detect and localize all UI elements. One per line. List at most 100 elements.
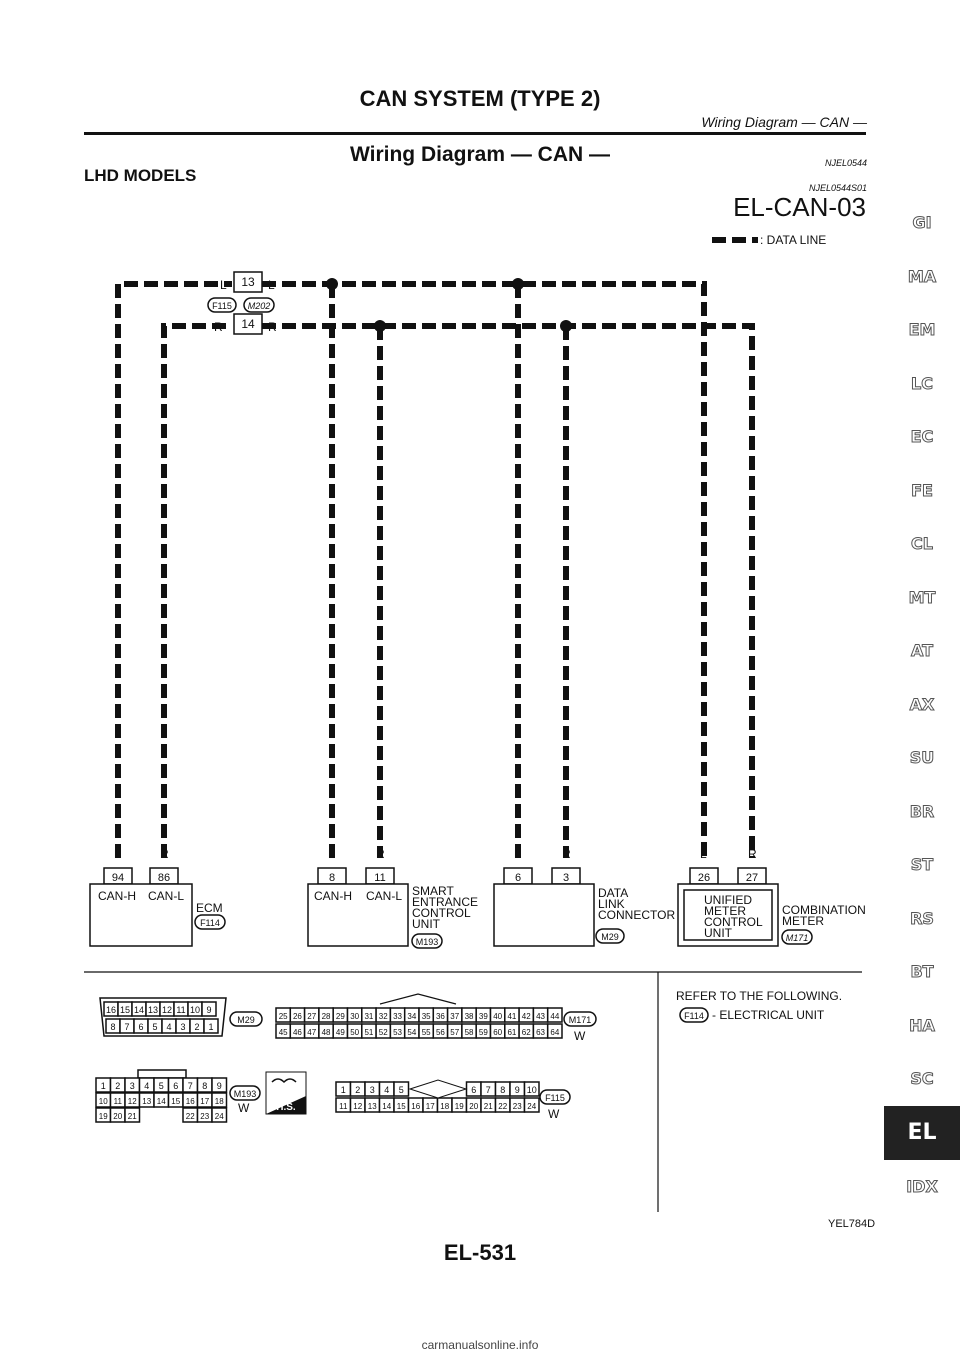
connector-cell: [546, 1023, 563, 1039]
connector-pin-label: 50: [350, 1028, 359, 1037]
refer-item-text: - ELECTRICAL UNIT: [712, 1008, 825, 1022]
pin-number: 86: [158, 872, 170, 884]
sidebar-tab-lc[interactable]: LC: [911, 373, 934, 393]
hs-badge: H.S.: [265, 1071, 307, 1115]
pin-number: 8: [329, 872, 335, 884]
pin-number: 94: [112, 872, 124, 884]
diagram-code: EL-CAN-03: [733, 192, 866, 222]
connector-pin-label: 20: [469, 1102, 478, 1111]
wire-l-main: [262, 281, 707, 858]
unit-connector-id: M171: [786, 933, 809, 943]
connector-pin-label: 6: [138, 1022, 143, 1032]
connector-pin-label: 14: [134, 1005, 144, 1015]
sidebar-tab-bt[interactable]: BT: [910, 962, 934, 982]
page-number: EL-531: [443, 1240, 517, 1265]
connector-pin-label: 8: [500, 1085, 505, 1095]
sidebar-tab-br[interactable]: BR: [909, 801, 935, 821]
connector-pin-label: 14: [382, 1102, 391, 1111]
connector-pin-label: 17: [426, 1102, 435, 1111]
sidebar-tab-mt[interactable]: MT: [908, 587, 936, 607]
connector-pin-label: 13: [148, 1005, 158, 1015]
sidebar-tab-cl[interactable]: CL: [911, 534, 934, 554]
wire-color-label: R: [160, 847, 169, 861]
connector-pin-label: 37: [450, 1012, 459, 1021]
connector-pin-label: 5: [399, 1085, 404, 1095]
connector-pin-label: 11: [339, 1102, 348, 1111]
svg-text:F115: F115: [545, 1093, 565, 1103]
connector-pin-label: 58: [465, 1028, 474, 1037]
connector-pin-label: 47: [307, 1028, 316, 1037]
connector-pin-label: 17: [200, 1097, 209, 1106]
connector-pin-label: 53: [393, 1028, 402, 1037]
connector-pin-label: 32: [379, 1012, 388, 1021]
connector-pin-label: 4: [384, 1085, 389, 1095]
connector-pin-label: 4: [166, 1022, 171, 1032]
sidebar-tab-idx[interactable]: IDX: [906, 1176, 939, 1196]
connector-pin-label: 51: [364, 1028, 373, 1037]
sidebar-tab-ec[interactable]: EC: [910, 427, 934, 447]
figure-code: YEL784D: [828, 1218, 876, 1230]
unit-connector-id: M29: [601, 932, 619, 942]
connector-pin-label: 24: [215, 1112, 224, 1121]
connector-pin-label: 10: [190, 1005, 200, 1015]
connector-label-f115: F115 W: [539, 1089, 571, 1121]
connector-cell: [546, 1007, 563, 1023]
connector-pin-label: 62: [522, 1028, 531, 1037]
sidebar-tab-el[interactable]: EL: [884, 1105, 960, 1160]
section-code: NJEL0544: [824, 158, 867, 168]
sidebar-tab-ma[interactable]: MA: [907, 266, 937, 286]
junction-dot: [326, 278, 338, 290]
splice-label-f115: F115: [212, 301, 232, 311]
connector-pin-label: 41: [507, 1012, 516, 1021]
connector-cell: [124, 1107, 141, 1123]
connector-pin-label: 18: [440, 1102, 449, 1111]
connector-pin-label: 46: [293, 1028, 302, 1037]
connector-f115-m202: 13 14 L L R R F115 M202: [207, 271, 277, 335]
footer-watermark: carmanualsonline.info: [421, 1338, 539, 1352]
connector-pin-label: 6: [471, 1085, 476, 1095]
connector-cell: [211, 1107, 228, 1123]
sidebar-tab-ax[interactable]: AX: [909, 694, 935, 714]
connector-pin-label: 42: [522, 1012, 531, 1021]
sidebar-tab-at[interactable]: AT: [910, 641, 934, 661]
section-index-sidebar: GI MA EM LC EC FE CL MT AT AX SU BR ST RS BT HA SC EL IDX: [884, 196, 960, 1213]
sidebar-tab-ha[interactable]: HA: [909, 1015, 936, 1035]
connector-pin-label: 29: [336, 1012, 345, 1021]
connector-pin-label: 4: [144, 1081, 149, 1091]
subsection-code: NJEL0544S01: [808, 183, 867, 193]
splice-color: L: [268, 278, 275, 292]
connector-pin-label: 31: [364, 1012, 373, 1021]
page-header-title: CAN SYSTEM (TYPE 2): [359, 86, 601, 111]
sidebar-tab-gi[interactable]: GI: [912, 213, 932, 233]
splice-color: R: [268, 320, 277, 334]
connector-cell: [211, 1092, 228, 1108]
connector-pin-label: 10: [99, 1097, 108, 1106]
junction-dot: [560, 320, 572, 332]
connector-pin-label: 25: [279, 1012, 288, 1021]
connector-pin-label: 5: [159, 1081, 164, 1091]
connector-pin-label: 15: [120, 1005, 130, 1015]
connector-pin-label: 23: [513, 1102, 522, 1111]
sidebar-tab-sc[interactable]: SC: [910, 1069, 934, 1089]
connector-pin-label: 7: [124, 1022, 129, 1032]
header-rule: [84, 132, 866, 135]
sidebar-tab-su[interactable]: SU: [909, 748, 935, 768]
sidebar-tab-fe[interactable]: FE: [911, 480, 934, 500]
connector-key-mark: [408, 1079, 468, 1099]
terminal-label: CAN-L: [148, 889, 184, 903]
splice-label-m202: M202: [248, 301, 271, 311]
svg-text:M171: M171: [569, 1015, 592, 1025]
connector-label-m171: M171 W: [563, 1011, 597, 1043]
wire-color-label: R: [562, 847, 571, 861]
connector-pin-label: 59: [479, 1028, 488, 1037]
connector-pin-label: 8: [202, 1081, 207, 1091]
connector-pin-label: 35: [422, 1012, 431, 1021]
sidebar-tab-st[interactable]: ST: [910, 855, 934, 875]
sidebar-tab-em[interactable]: EM: [908, 320, 936, 340]
wire-color-label: L: [328, 847, 335, 861]
connector-pin-label: 43: [536, 1012, 545, 1021]
sidebar-tab-rs[interactable]: RS: [910, 908, 935, 928]
